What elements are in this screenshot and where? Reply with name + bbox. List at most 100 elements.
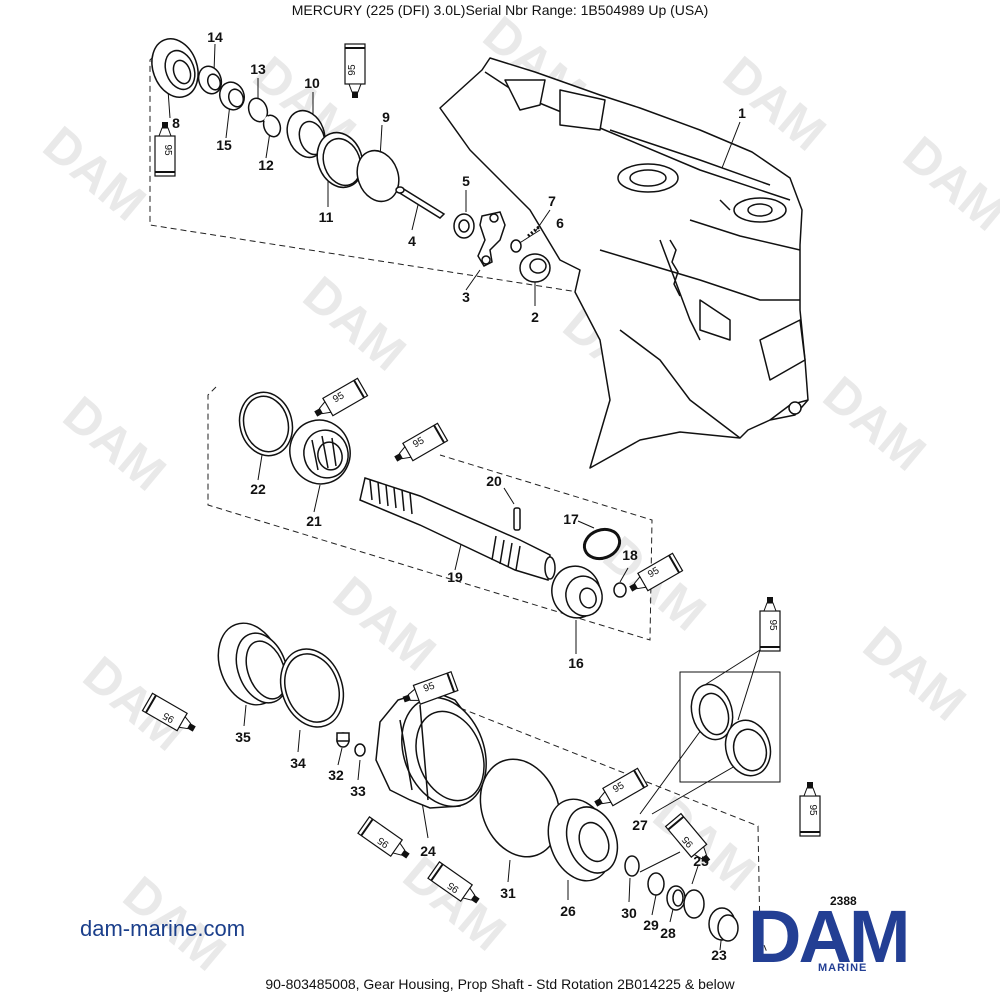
- callout-31: 31: [500, 885, 516, 901]
- part-4-shaft: [395, 186, 446, 219]
- leader-29: [651, 894, 657, 916]
- sealant-tube-label: 95: [411, 435, 427, 450]
- sealant-tube-icon: 95: [759, 597, 781, 652]
- logo-main-text: DAM: [748, 895, 911, 978]
- callout-13: 13: [250, 61, 266, 77]
- sealant-tube-icon: 95: [427, 861, 480, 904]
- callout-20: 20: [486, 473, 502, 489]
- leader-20: [503, 487, 515, 505]
- part-20-pin: [513, 507, 521, 531]
- sealant-tube-label: 95: [807, 804, 818, 816]
- leader-27b: [651, 761, 743, 815]
- gear-housing: [439, 57, 809, 469]
- callout-14: 14: [207, 29, 223, 45]
- part-14-bearing: [197, 65, 223, 95]
- part-33-washer: [354, 743, 366, 757]
- part-25-oring: [683, 889, 705, 919]
- part-7-spring: [527, 224, 541, 238]
- leader-tube-27-b: [737, 649, 761, 721]
- part-8-seal: [151, 38, 199, 98]
- callout-15: 15: [216, 137, 232, 153]
- callout-2: 2: [531, 309, 539, 325]
- sealant-tube-icon: 95: [141, 692, 196, 732]
- callout-25: 25: [693, 853, 709, 869]
- part-30-washer: [624, 855, 640, 877]
- sealant-tube-label: 95: [767, 619, 778, 631]
- callout-9: 9: [382, 109, 390, 125]
- callout-12: 12: [258, 157, 274, 173]
- part-19-propeller-shaft: [359, 477, 556, 581]
- upper-left-parts: [151, 38, 400, 203]
- sealant-tube-label: 95: [162, 144, 173, 156]
- callout-16: 16: [568, 655, 584, 671]
- sealant-tube-icon: 95: [799, 782, 821, 837]
- leader-22: [257, 454, 263, 481]
- callout-22: 22: [250, 481, 266, 497]
- seal-detail-box: [679, 671, 781, 783]
- diagram-title: MERCURY (225 (DFI) 3.0L)Serial Nbr Range…: [291, 2, 709, 18]
- part-35-bearing: [217, 622, 289, 706]
- leader-lines: [167, 43, 761, 951]
- callout-18: 18: [622, 547, 638, 563]
- callout-6: 6: [556, 215, 564, 231]
- callout-4: 4: [408, 233, 416, 249]
- callout-3: 3: [462, 289, 470, 305]
- watermark-text: DAM: [53, 386, 176, 502]
- leader-32: [337, 747, 343, 766]
- part-3-cam: [477, 211, 506, 267]
- sealant-tube-icon: 95: [357, 816, 410, 859]
- propshaft-parts: [238, 391, 627, 619]
- part-5-collar: [453, 213, 475, 239]
- watermark-text: DAM: [323, 566, 446, 682]
- callout-33: 33: [350, 783, 366, 799]
- callout-30: 30: [621, 905, 637, 921]
- part-23-sleeve: [708, 907, 739, 942]
- callout-1: 1: [738, 105, 746, 121]
- watermark-text: DAM: [813, 366, 936, 482]
- watermark-text: DAM: [393, 846, 516, 962]
- sealant-tube-icon: 95: [344, 43, 366, 98]
- sealant-tube-label: 95: [347, 64, 358, 76]
- part-27-seal-a: [690, 683, 734, 741]
- leader-30: [628, 877, 631, 903]
- logo-sub-text: MARINE: [818, 962, 868, 974]
- sealant-tube-label: 95: [331, 390, 347, 405]
- diagram-caption: 90-803485008, Gear Housing, Prop Shaft -…: [265, 976, 735, 992]
- sealant-tube-label: 95: [161, 709, 177, 724]
- part-29-ring: [647, 872, 665, 896]
- part-18-nut: [613, 582, 627, 598]
- part-16-clutch: [551, 565, 603, 619]
- watermark-text: DAM: [293, 266, 416, 382]
- callout-5: 5: [462, 173, 470, 189]
- sealant-tube-label: 95: [422, 680, 437, 694]
- callout-35: 35: [235, 729, 251, 745]
- leader-tube-27-a: [699, 649, 761, 689]
- part-28-bearing: [666, 885, 686, 911]
- callout-19: 19: [447, 569, 463, 585]
- callout-11: 11: [319, 209, 334, 225]
- leader-8: [167, 89, 171, 119]
- watermark-text: DAM: [33, 116, 156, 232]
- sealant-tube-label: 95: [611, 780, 627, 795]
- callout-29: 29: [643, 917, 659, 933]
- part-32-fitting: [336, 732, 350, 748]
- part-21-bearing: [289, 419, 351, 485]
- leader-1: [721, 121, 741, 169]
- website-link[interactable]: dam-marine.com: [80, 916, 246, 941]
- leader-35: [243, 704, 247, 727]
- sealant-tube-icon: 95: [394, 422, 449, 462]
- callout-26: 26: [560, 903, 576, 919]
- leader-33: [357, 759, 361, 781]
- callout-32: 32: [328, 767, 344, 783]
- middle-group-outline: [207, 386, 653, 641]
- sealant-tube-label: 95: [646, 565, 662, 580]
- callout-21: 21: [306, 513, 322, 529]
- leader-12: [265, 131, 271, 159]
- leader-31: [507, 859, 511, 883]
- leader-34: [297, 729, 301, 753]
- sealant-tube-icon: 95: [402, 670, 459, 705]
- leader-18: [619, 567, 629, 583]
